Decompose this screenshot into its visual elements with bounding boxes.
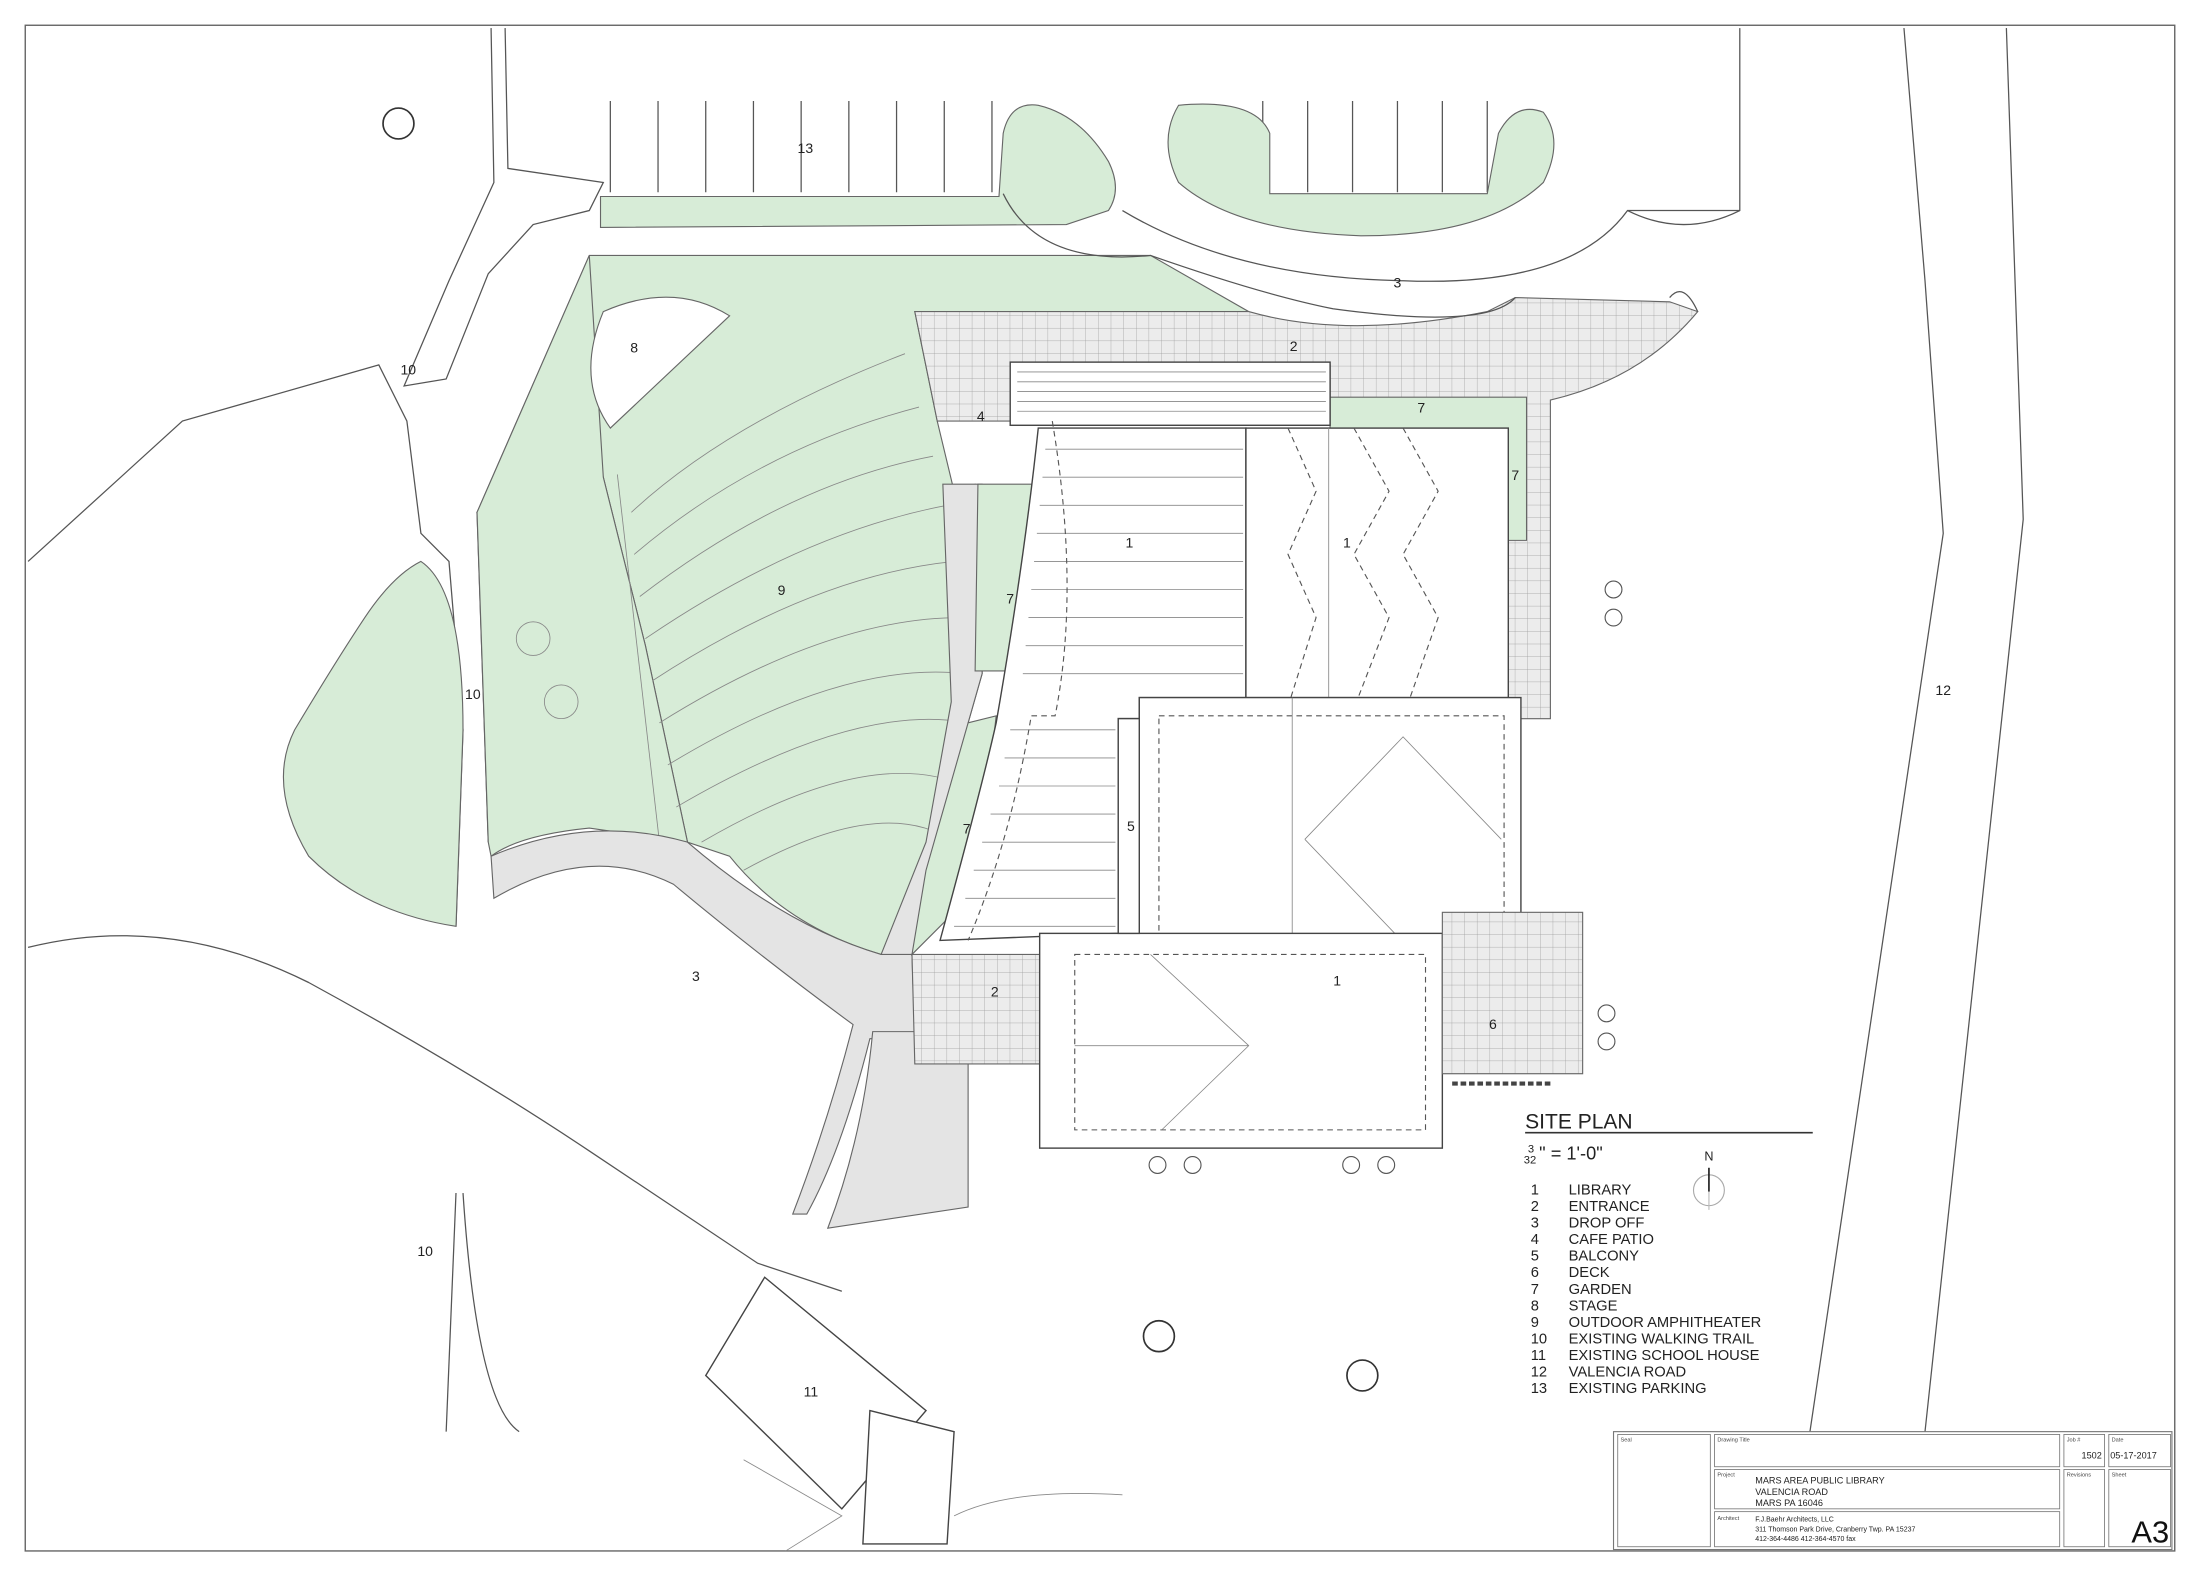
project-street: VALENCIA ROAD [1755,1487,1828,1497]
legend-item-number: 8 [1531,1298,1539,1314]
label-amphitheater: 9 [778,582,786,598]
label-balcony: 5 [1127,818,1135,834]
architect-phone: 412-364-4486 412-364-4570 fax [1755,1536,1856,1543]
label-drop-off-south: 3 [692,968,700,984]
project-cell [1714,1469,2061,1510]
label-valencia-road: 12 [1935,682,1951,698]
scale-denominator: 32 [1524,1155,1536,1167]
project-label: Project [1717,1473,1735,1479]
legend-item-number: 7 [1531,1282,1539,1298]
stage [590,296,731,429]
job-cell [2063,1434,2106,1468]
legend-item-label: EXISTING PARKING [1569,1381,1707,1397]
legend-item-number: 9 [1531,1315,1539,1331]
entrance-south [911,953,1042,1065]
legend-title: SITE PLAN [1525,1110,1633,1133]
legend-item-label: ENTRANCE [1569,1199,1650,1215]
drawing-title-label: Drawing Title [1717,1437,1749,1443]
legend-item-label: DROP OFF [1569,1216,1645,1232]
architect-name: F.J.Baehr Architects, LLC [1755,1516,1834,1523]
legend-item-label: VALENCIA ROAD [1569,1365,1686,1381]
label-garden-west-lower: 7 [963,821,971,837]
existing-parking [609,28,1741,226]
label-stage: 8 [630,339,638,355]
drawing-title-cell [1714,1434,2061,1468]
job-label: Job # [2067,1437,2082,1443]
legend-item-label: EXISTING WALKING TRAIL [1569,1331,1755,1347]
amphitheater-terraces [616,353,969,871]
date-value: 05-17-2017 [2110,1450,2157,1460]
legend-item-label: GARDEN [1569,1282,1632,1298]
legend-item-number: 13 [1531,1381,1547,1397]
label-trail-middle: 10 [465,686,481,702]
legend-item-label: DECK [1569,1265,1610,1281]
revisions-label: Revisions [2067,1473,2092,1479]
legend: SITE PLAN 3 32 " = 1'-0" N 1 LIBRARY 2 ENTR… [1524,1110,1813,1397]
date-label: Date [2112,1437,2124,1443]
label-entrance-south: 2 [991,984,999,1000]
title-block: Seal Drawing Title Project MARS AREA PUB… [1612,1431,2173,1551]
parking-island-garden-west [599,104,1116,228]
legend-item-label: CAFE PATIO [1569,1232,1654,1248]
seal-cell [1617,1434,1711,1548]
legend-item-number: 1 [1531,1182,1539,1198]
architect-label: Architect [1717,1516,1739,1522]
deck [1441,911,1584,1075]
trees [382,107,1623,1392]
label-library-west: 1 [1126,534,1134,550]
label-garden-north: 7 [1417,400,1425,416]
sheet-cell [2108,1469,2171,1548]
label-trail-north: 10 [400,362,416,378]
legend-item-label: BALCONY [1569,1249,1640,1265]
legend-item-label: EXISTING SCHOOL HOUSE [1569,1348,1760,1364]
architect-cell [1714,1511,2061,1548]
legend-item-number: 11 [1531,1348,1546,1364]
legend-item-number: 12 [1531,1365,1547,1381]
parking-island-garden-east [1167,103,1555,237]
label-library-north: 1 [1343,534,1351,550]
plan-labels: 13 3 2 8 10 4 7 7 1 1 9 7 12 10 5 7 3 1 … [400,140,1951,1400]
label-trail-south: 10 [417,1243,433,1259]
scale-numerator: 3 [1528,1143,1534,1155]
job-number: 1502 [2082,1450,2102,1460]
label-entrance-north: 2 [1290,338,1298,354]
label-garden-east: 7 [1511,467,1519,483]
drop-off-road [1002,193,1740,318]
scale-text: " = 1'-0" [1539,1142,1603,1163]
label-drop-off-north: 3 [1394,275,1402,291]
walkway [490,830,916,1215]
steps [826,1031,969,1229]
label-deck: 6 [1489,1016,1497,1032]
sheet-border [24,24,2176,1552]
legend-item-number: 3 [1531,1216,1539,1232]
legend-item-number: 4 [1531,1232,1539,1248]
sheet-number: A3 [2131,1515,2169,1550]
date-cell [2108,1434,2171,1468]
legend-item-number: 5 [1531,1249,1539,1265]
seal-label: Seal [1621,1437,1632,1443]
label-cafe-patio: 4 [977,408,985,424]
legend-item-number: 6 [1531,1265,1539,1281]
school-house [704,1276,1123,1552]
legend-item-label: OUTDOOR AMPHITHEATER [1569,1315,1762,1331]
label-library-south: 1 [1333,972,1341,988]
legend-item-label: LIBRARY [1569,1182,1632,1198]
north-label: N [1704,1150,1713,1164]
legend-item-number: 2 [1531,1199,1539,1215]
label-parking: 13 [798,140,814,156]
legend-item-number: 10 [1531,1331,1547,1347]
project-name: MARS AREA PUBLIC LIBRARY [1755,1476,1884,1486]
valencia-road [1809,28,2024,1432]
lawn-west [282,560,464,928]
north-arrow-icon: N [1692,1150,1725,1210]
label-garden-west-upper: 7 [1006,591,1014,607]
project-city: MARS PA 16046 [1755,1498,1823,1508]
label-school-house: 11 [804,1384,819,1400]
architect-address: 311 Thomson Park Drive, Cranberry Twp. P… [1755,1526,1915,1533]
revisions-cell [2063,1469,2106,1548]
library-building [939,361,1584,1149]
sheet-label: Sheet [2112,1473,2127,1479]
legend-item-label: STAGE [1569,1298,1618,1314]
